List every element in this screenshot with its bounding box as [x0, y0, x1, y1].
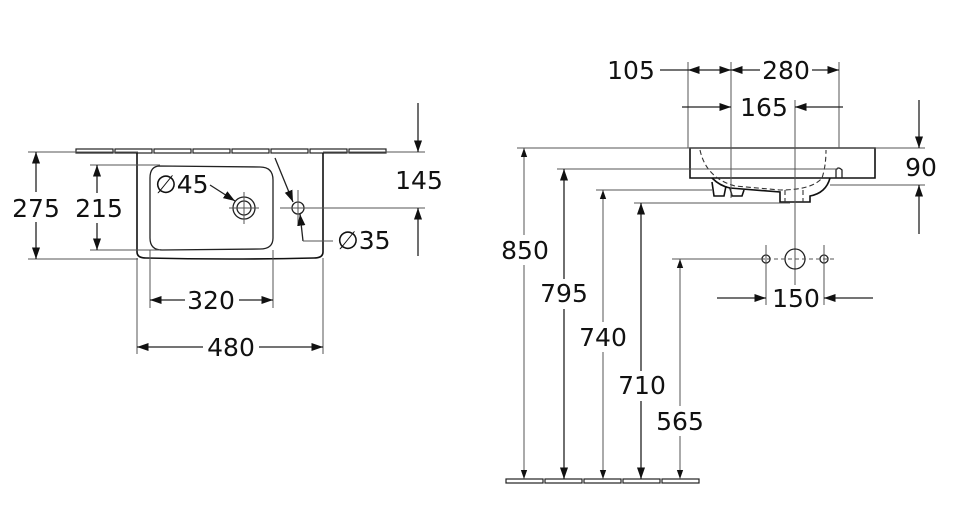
dim-fixing-spacing: 150 — [772, 284, 820, 313]
tap-hole — [280, 190, 425, 226]
dim-rim-height: 90 — [905, 153, 937, 182]
dim-bowl-span: 280 — [762, 56, 810, 85]
dim-height-710: 710 — [618, 371, 666, 400]
dim-overall-depth: 275 — [12, 194, 60, 223]
dim-height-740: 740 — [579, 323, 627, 352]
dim-wall-to-waste: 165 — [740, 93, 788, 122]
dim-waste-diameter: ∅45 — [155, 170, 209, 199]
dim-height-795: 795 — [540, 279, 588, 308]
dim-wall-to-bowl: 105 — [607, 56, 655, 85]
wall-slab — [75, 148, 387, 154]
dim-height-850: 850 — [501, 236, 549, 265]
waste-outlet — [229, 192, 259, 224]
plan-view: 275 215 320 480 145 ∅45 ∅35 — [12, 103, 443, 362]
basin-side-profile — [689, 147, 876, 179]
dim-bowl-width: 320 — [187, 286, 235, 315]
dim-bowl-depth: 215 — [75, 194, 123, 223]
dim-overall-width: 480 — [207, 333, 255, 362]
side-view: 105 280 165 90 150 850 795 74 — [501, 56, 937, 484]
dim-height-565: 565 — [656, 407, 704, 436]
bowl-outline — [149, 165, 274, 251]
dim-tap-diameter: ∅35 — [337, 226, 391, 255]
dim-tap-offset: 145 — [395, 166, 443, 195]
basin-outline — [136, 153, 324, 260]
floor-slab — [505, 478, 700, 484]
